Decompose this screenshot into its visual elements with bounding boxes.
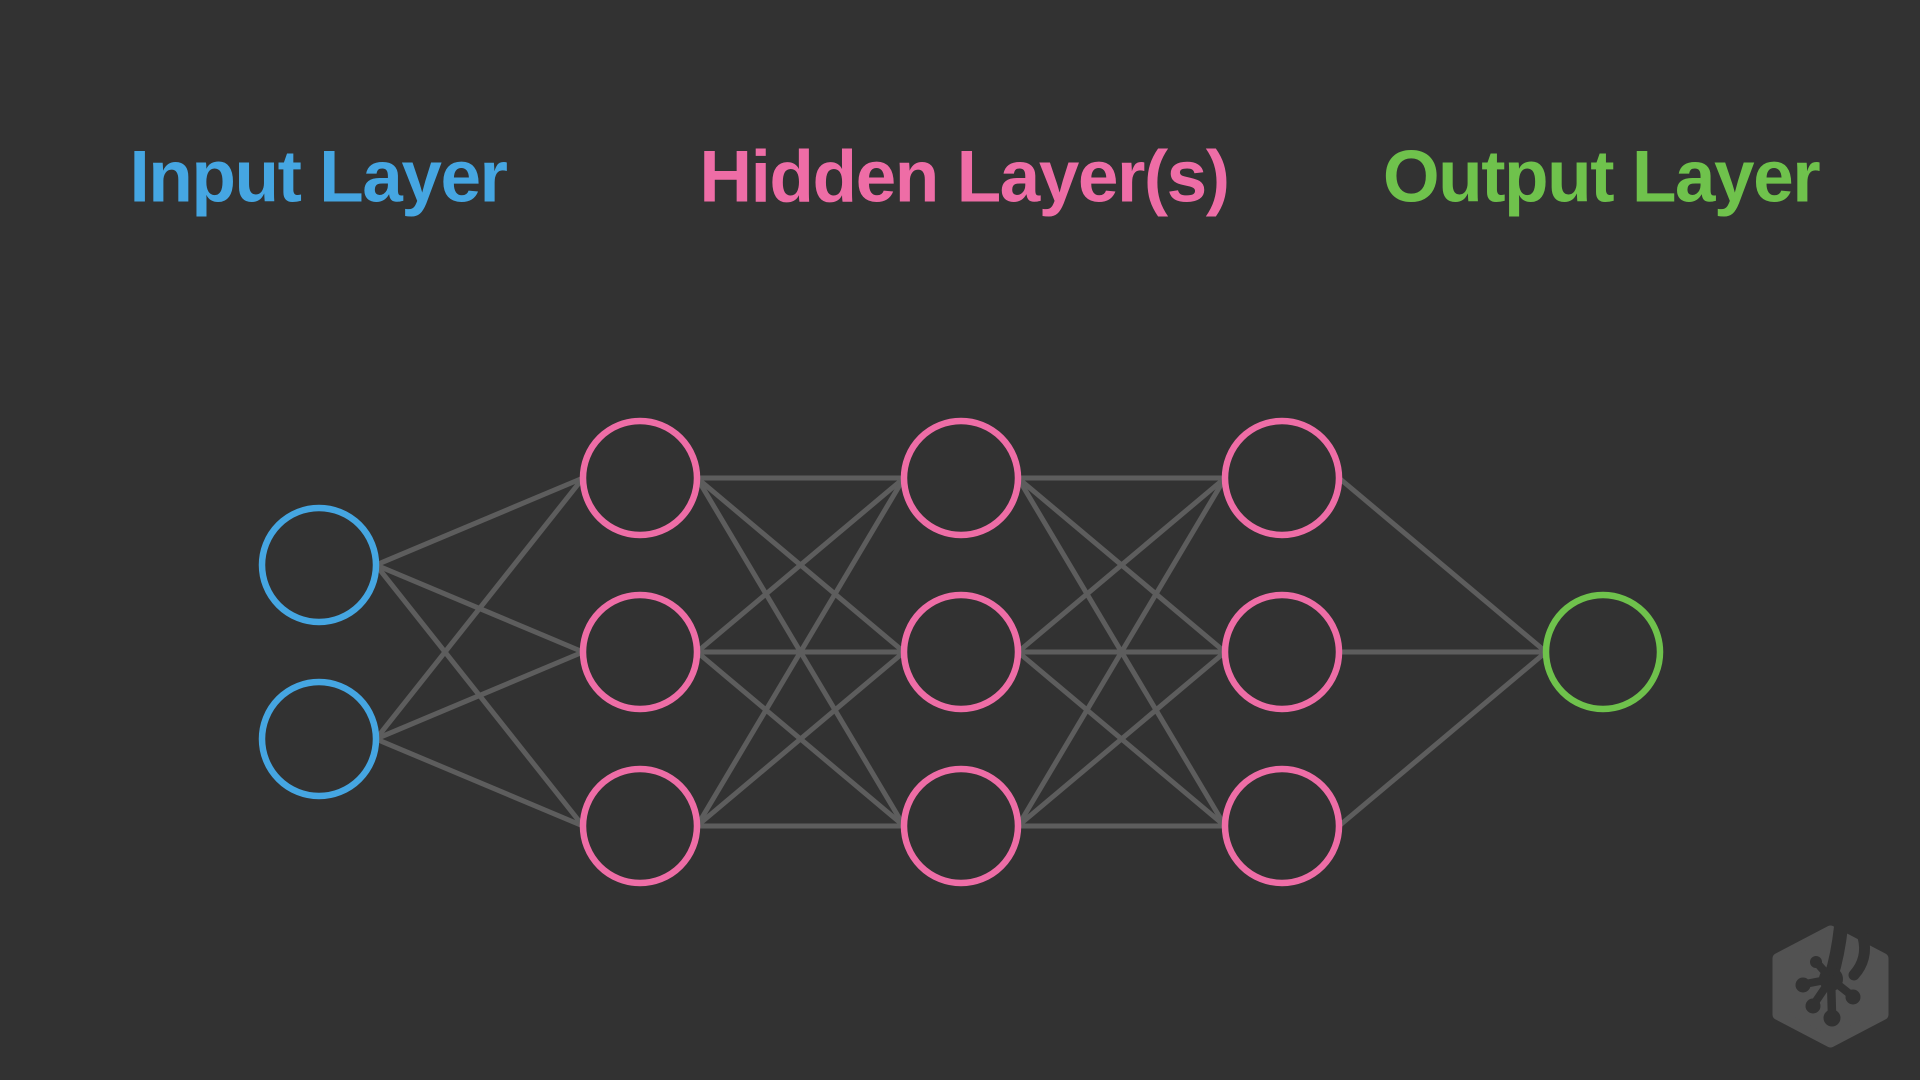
hidden-1-node (579, 591, 701, 713)
hidden-3-node (1221, 765, 1343, 887)
connection-line (1337, 650, 1548, 828)
hexagon-footprint-logo (1772, 925, 1889, 1048)
input-node (258, 678, 380, 800)
output-layer-label: Output Layer (1382, 136, 1821, 218)
connection-line (375, 736, 584, 829)
hidden-layer-label: Hidden Layer(s) (699, 136, 1230, 218)
connection-line (694, 476, 907, 828)
hidden-1-node (579, 765, 701, 887)
input-node (258, 504, 380, 626)
hidden-2-node (900, 765, 1022, 887)
output-node (1542, 591, 1664, 713)
hidden-2-node (900, 417, 1022, 539)
gecko-footprint-cutout (1795, 925, 1871, 1027)
hidden-3-node (1221, 591, 1343, 713)
connection-line (1337, 476, 1548, 654)
connection-line (375, 649, 584, 742)
connection-line (1016, 650, 1227, 828)
connection-line (1015, 476, 1228, 828)
connection-line (695, 476, 906, 654)
hidden-2-node (900, 591, 1022, 713)
connection-line (374, 476, 585, 741)
connection-line (695, 650, 906, 828)
connection-line (375, 475, 584, 568)
connection-line (1016, 476, 1227, 654)
hidden-1-node (579, 417, 701, 539)
hidden-3-node (1221, 417, 1343, 539)
input-layer-label: Input Layer (129, 136, 508, 218)
